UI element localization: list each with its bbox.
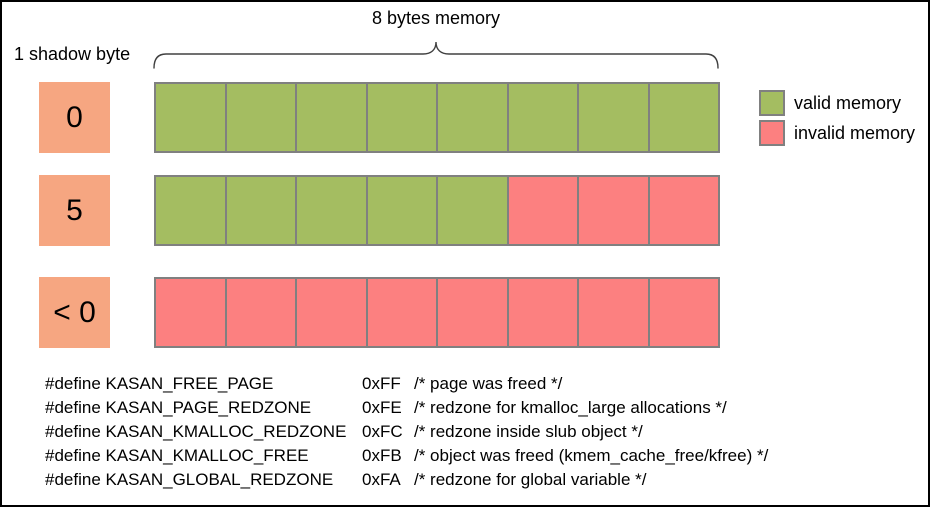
code-define-name: #define KASAN_GLOBAL_REDZONE (45, 470, 334, 489)
code-define-comment: /* redzone inside slub object */ (414, 422, 643, 441)
code-define-comment: /* redzone for global variable */ (414, 470, 647, 489)
legend-item-invalid: invalid memory (759, 120, 915, 146)
code-define-name: #define KASAN_KMALLOC_REDZONE (45, 422, 347, 441)
memory-cell-valid (365, 175, 438, 246)
code-define-name: #define KASAN_PAGE_REDZONE (45, 398, 312, 417)
code-line: #define KASAN_KMALLOC_REDZONE 0xFC /* redz… (45, 420, 768, 444)
curly-brace (153, 41, 719, 69)
memory-cell-invalid (577, 175, 650, 246)
code-define-name: #define KASAN_FREE_PAGE (45, 374, 274, 393)
code-define-comment: /* page was freed */ (414, 374, 563, 393)
memory-cells (154, 82, 720, 153)
memory-cell-invalid (295, 277, 368, 348)
code-define-name: #define KASAN_KMALLOC_FREE (45, 446, 309, 465)
shadow-byte-box: 5 (39, 175, 110, 246)
memory-cell-valid (295, 82, 368, 153)
memory-cell-valid (154, 175, 227, 246)
code-define-value: 0xFF (362, 374, 401, 393)
memory-cell-valid (506, 82, 579, 153)
code-line: #define KASAN_PAGE_REDZONE 0xFE /* redzone… (45, 396, 768, 420)
memory-cell-invalid (647, 277, 720, 348)
memory-cell-valid (224, 82, 297, 153)
legend-label-invalid: invalid memory (794, 122, 916, 143)
memory-cells (154, 175, 720, 246)
memory-cell-invalid (154, 277, 227, 348)
code-define-comment: /* object was freed (kmem_cache_free/kfr… (414, 446, 769, 465)
memory-cell-valid (224, 175, 297, 246)
memory-cell-invalid (647, 175, 720, 246)
code-define-comment: /* redzone for kmalloc_large allocations… (414, 398, 727, 417)
memory-cell-invalid (577, 277, 650, 348)
memory-cell-valid (647, 82, 720, 153)
memory-cell-invalid (436, 277, 509, 348)
code-define-value: 0xFE (362, 398, 402, 417)
memory-cell-valid (295, 175, 368, 246)
invalid-memory-swatch (759, 120, 785, 146)
memory-cell-valid (154, 82, 227, 153)
memory-cell-invalid (224, 277, 297, 348)
code-line: #define KASAN_KMALLOC_FREE 0xFB /* object … (45, 444, 768, 468)
shadow-byte-box: 0 (39, 82, 110, 153)
legend-item-valid: valid memory (759, 90, 915, 116)
code-define-value: 0xFC (362, 422, 403, 441)
legend-label-valid: valid memory (794, 92, 902, 113)
memory-cell-invalid (365, 277, 438, 348)
memory-cell-valid (365, 82, 438, 153)
memory-row: 5 (2, 175, 930, 246)
legend: valid memory invalid memory (759, 90, 915, 150)
memory-cell-valid (577, 82, 650, 153)
memory-row: < 0 (2, 277, 930, 348)
curly-brace-path (153, 41, 719, 69)
kasan-define-code-block: #define KASAN_FREE_PAGE 0xFF /* page was f… (45, 372, 768, 492)
memory-cell-invalid (506, 277, 579, 348)
page-title: 8 bytes memory (371, 8, 501, 28)
code-line: #define KASAN_GLOBAL_REDZONE 0xFA /* redzo… (45, 468, 768, 492)
memory-cells (154, 277, 720, 348)
memory-cell-invalid (506, 175, 579, 246)
code-define-value: 0xFB (362, 446, 402, 465)
memory-row: 0 (2, 82, 930, 153)
code-define-value: 0xFA (362, 470, 401, 489)
code-line: #define KASAN_FREE_PAGE 0xFF /* page was f… (45, 372, 768, 396)
valid-memory-swatch (759, 90, 785, 116)
memory-cell-valid (436, 82, 509, 153)
memory-cell-valid (436, 175, 509, 246)
shadow-byte-box: < 0 (39, 277, 110, 348)
shadow-byte-label: 1 shadow byte (14, 44, 131, 64)
